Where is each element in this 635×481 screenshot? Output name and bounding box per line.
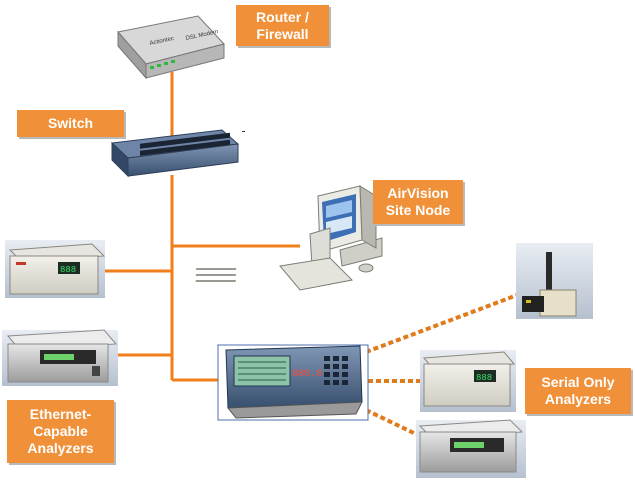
ethernet-analyzers-label-text: Ethernet- Capable Analyzers [27, 406, 94, 456]
site-node-label: AirVision Site Node [373, 180, 463, 224]
analyzer-1-display: 888 [60, 265, 76, 275]
logger-display: 888.8 [292, 369, 322, 380]
router-image: Actiontec DSL Modem [117, 15, 225, 80]
ethernet-analyzer-1-image: 888 [5, 240, 106, 298]
serial-connections [365, 292, 521, 438]
switch-ports [140, 132, 230, 156]
serial-analyzer-1-image: 888 [420, 350, 516, 412]
router-brand-text: Actiontec [149, 36, 174, 47]
switch-label: Switch [17, 110, 124, 137]
data-logger-image: 888.8 [217, 344, 369, 421]
serial-link-1 [365, 292, 521, 354]
ethernet-analyzer-2-image [2, 329, 118, 386]
serial-sampler-image [516, 243, 593, 319]
switch-mark [242, 131, 245, 132]
switch-image [110, 129, 240, 178]
switch-label-text: Switch [47, 115, 94, 131]
router-firewall-label-text: Router / Firewall [256, 8, 309, 42]
ethernet-analyzers-label: Ethernet- Capable Analyzers [7, 400, 114, 463]
site-node-label-text: AirVision Site Node [385, 185, 451, 218]
serial-analyzers-label: Serial Only Analyzers [525, 368, 631, 414]
serial-link-3 [365, 408, 421, 438]
serial-analyzer-1-display: 888 [476, 373, 492, 383]
serial-analyzer-2-image [416, 419, 526, 478]
site-node-pc-image [195, 185, 383, 291]
router-firewall-label: Router / Firewall [236, 5, 329, 46]
serial-analyzers-label-text: Serial Only Analyzers [541, 374, 615, 407]
ethernet-connections [100, 72, 300, 382]
